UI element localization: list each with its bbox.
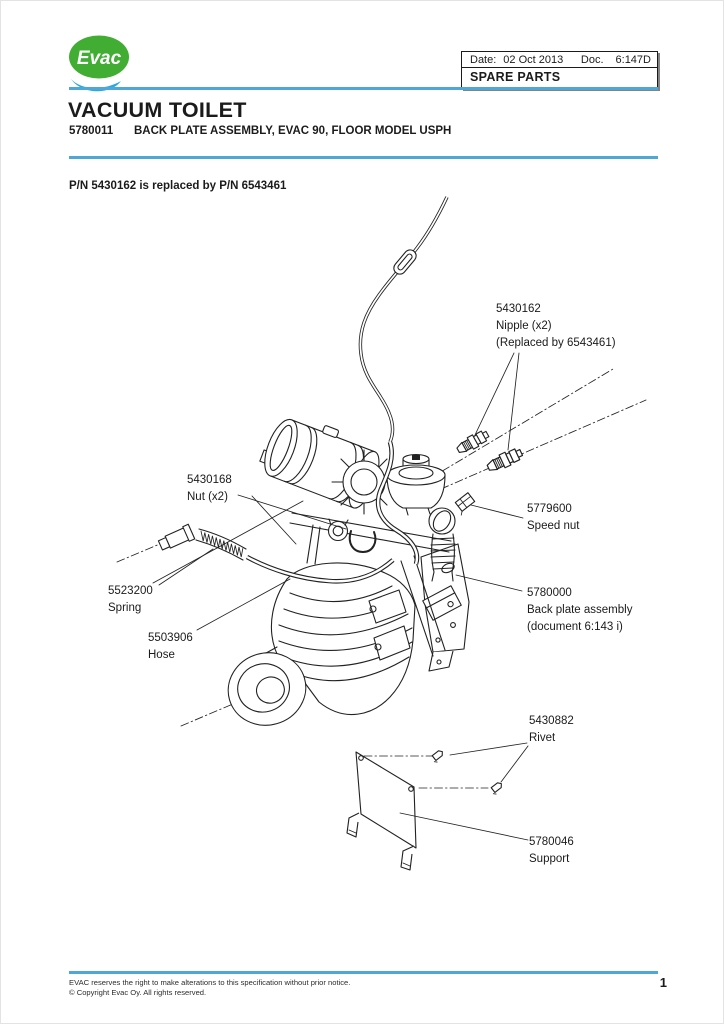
- doc-label: Doc.: [580, 53, 604, 66]
- part-number: 5430882: [529, 715, 574, 727]
- part-name: Back plate assembly: [527, 604, 633, 616]
- leader-lines: [158, 352, 529, 841]
- section-title: SPARE PARTS: [470, 70, 561, 84]
- part-label-spring: 5523200 Spring: [108, 583, 153, 617]
- assembly-subtitle: 5780011 BACK PLATE ASSEMBLY, EVAC 90, FLO…: [69, 125, 451, 137]
- part-note: (Replaced by 6543461): [496, 337, 616, 349]
- page-number: 1: [659, 975, 667, 990]
- spring-coil: [200, 530, 244, 558]
- part-number: 5430162: [496, 303, 541, 315]
- doc-info-row: Date: 02 Oct 2013 Doc. 6:147D: [462, 52, 657, 68]
- spring-and-hose: [157, 523, 395, 584]
- evac-logo: Evac: [69, 35, 129, 92]
- doc-value: 6:147D: [615, 53, 651, 66]
- doc-info-box: Date: 02 Oct 2013 Doc. 6:147D SPARE PART…: [461, 51, 658, 89]
- discharge-opening: [227, 652, 307, 726]
- second-divider: [69, 156, 658, 159]
- part-number: 5780000: [527, 587, 572, 599]
- footer-divider: [69, 971, 658, 974]
- page-title: VACUUM TOILET: [68, 98, 247, 122]
- cable-coupling: [393, 249, 417, 275]
- part-label-back-plate: 5780000 Back plate assembly (document 6:…: [527, 585, 632, 636]
- part-label-support: 5780046 Support: [529, 834, 574, 868]
- assembly-part-number: 5780011: [69, 125, 114, 137]
- back-plate: [400, 543, 470, 672]
- part-number: 5523200: [108, 585, 153, 597]
- top-divider: [69, 87, 658, 90]
- date-label: Date:: [470, 53, 497, 66]
- mount-bar: [289, 512, 452, 565]
- frame-edges: [152, 495, 304, 584]
- logo-wordmark: Evac: [77, 48, 122, 69]
- part-label-nipple: 5430162 Nipple (x2) (Replaced by 6543461…: [496, 301, 616, 352]
- footer-text: EVAC reserves the right to make alterati…: [69, 978, 350, 997]
- part-name: Support: [529, 853, 570, 865]
- support-bracket: [346, 751, 417, 871]
- part-label-nut: 5430168 Nut (x2): [187, 472, 232, 506]
- part-name: Hose: [148, 649, 175, 661]
- speed-nut-part: [454, 492, 476, 516]
- part-number: 5780046: [529, 836, 574, 848]
- part-number: 5430168: [187, 474, 232, 486]
- date-value: 02 Oct 2013: [503, 53, 564, 66]
- part-name: Nipple (x2): [496, 320, 552, 332]
- nipple-1: [456, 430, 490, 453]
- footer-copyright: © Copyright Evac Oy. All rights reserved…: [69, 987, 207, 997]
- part-label-speed-nut: 5779600 Speed nut: [527, 501, 579, 535]
- pump-body: [227, 562, 416, 726]
- rivets: [431, 750, 502, 795]
- part-name: Spring: [108, 602, 142, 614]
- nipple-2: [486, 448, 524, 471]
- fixing-nut: [327, 518, 349, 542]
- part-number: 5779600: [527, 503, 572, 515]
- part-name: Speed nut: [527, 520, 580, 532]
- part-label-hose: 5503906 Hose: [148, 630, 193, 664]
- part-label-rivet: 5430882 Rivet: [529, 713, 574, 747]
- part-name: Rivet: [529, 732, 556, 744]
- replacement-note: P/N 5430162 is replaced by P/N 6543461: [69, 180, 287, 192]
- hose-elbow-fitting: [157, 523, 196, 551]
- assembly-part-description: BACK PLATE ASSEMBLY, EVAC 90, FLOOR MODE…: [134, 125, 452, 137]
- footer-disclaimer: EVAC reserves the right to make alterati…: [69, 978, 351, 987]
- nipple-fittings: [456, 430, 524, 471]
- pull-cable: [358, 196, 449, 443]
- part-number: 5503906: [148, 632, 193, 644]
- flush-valve: [386, 453, 456, 582]
- part-name: Nut (x2): [187, 491, 228, 503]
- logo-green-oval: [69, 35, 129, 79]
- part-note: (document 6:143 i): [527, 621, 623, 633]
- water-hose: [375, 441, 420, 565]
